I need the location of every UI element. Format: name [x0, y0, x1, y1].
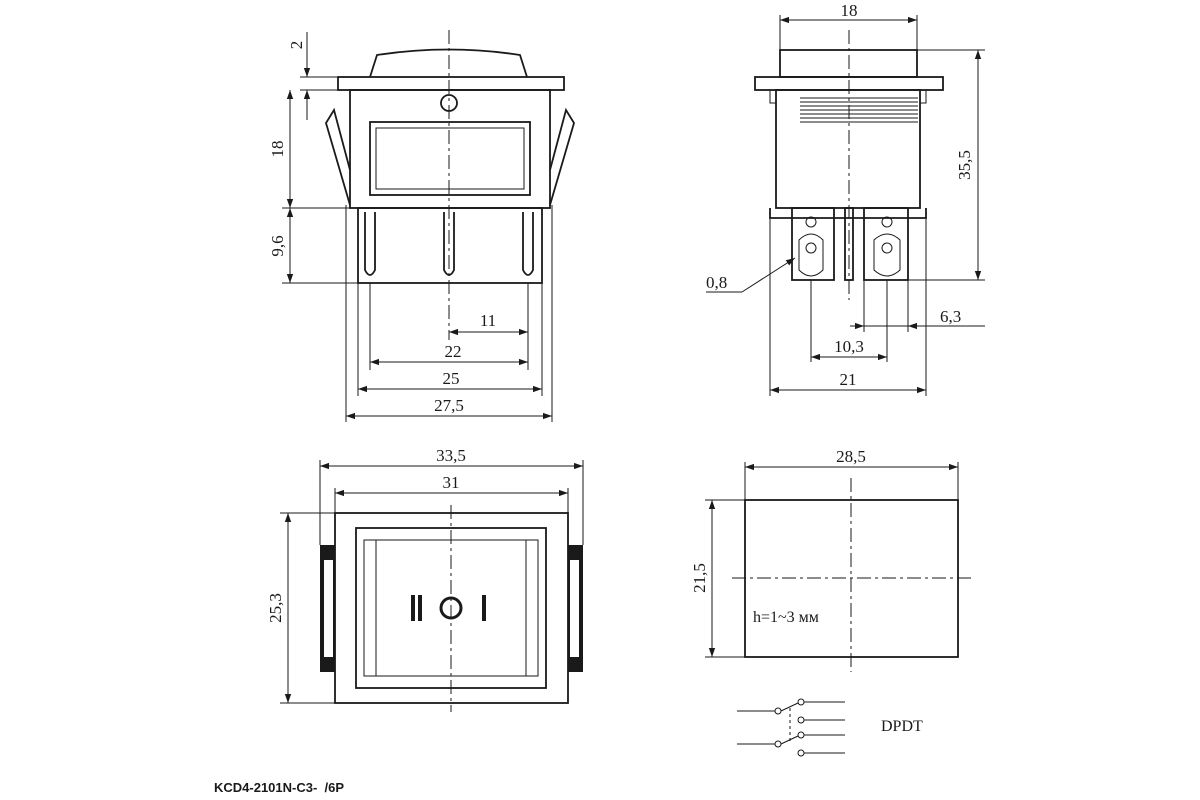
svg-text:10,3: 10,3 [834, 337, 864, 356]
svg-text:6,3: 6,3 [940, 307, 961, 326]
dim-terminal-thickness: 0,8 [706, 257, 796, 293]
dim-w22: 22 [370, 342, 528, 366]
dpdt-label: DPDT [881, 718, 923, 735]
right-latch [549, 107, 575, 206]
svg-text:18: 18 [268, 141, 287, 158]
svg-text:31: 31 [443, 473, 460, 492]
top-view: 33,5 31 25,3 [266, 446, 584, 712]
svg-text:22: 22 [445, 342, 462, 361]
dpdt-schematic: DPDT [737, 698, 923, 757]
dim-w25: 25 [358, 369, 542, 393]
svg-text:28,5: 28,5 [836, 447, 866, 466]
dim-side-top-width: 18 [779, 1, 918, 50]
front-view: 2 18 9,6 11 22 [268, 30, 575, 422]
dim-side-pitch: 10,3 [810, 280, 888, 362]
dim-cutout-height: 21,5 [690, 499, 745, 658]
dim-terminal-height: 9,6 [268, 208, 358, 284]
svg-text:0,8: 0,8 [706, 273, 727, 292]
svg-text:2: 2 [287, 41, 306, 50]
dim-tab-width: 6,3 [850, 280, 985, 332]
svg-text:9,6: 9,6 [268, 235, 287, 256]
dim-height: 18 [268, 90, 358, 209]
svg-text:11: 11 [480, 311, 496, 330]
svg-text:21,5: 21,5 [690, 563, 709, 593]
dim-outer-width: 33,5 [319, 446, 584, 545]
cutout-view: 28,5 21,5 h=1~3 мм [690, 447, 972, 672]
svg-text:27,5: 27,5 [434, 396, 464, 415]
lens-window [369, 121, 531, 196]
side-view: 18 35,5 0,8 6,3 10,3 [706, 1, 985, 396]
dim-width: 27,5 [346, 396, 552, 420]
dim-inner-width: 31 [334, 473, 569, 513]
switch-symbols [411, 595, 486, 621]
left-latch [325, 107, 351, 206]
svg-text:18: 18 [841, 1, 858, 20]
lower-body [357, 207, 543, 284]
side-terminal-left [791, 207, 835, 281]
svg-text:33,5: 33,5 [436, 446, 466, 465]
dim-top-height: 25,3 [266, 512, 335, 704]
dim-total-height: 35,5 [908, 49, 985, 281]
ribs [800, 97, 918, 123]
side-terminal-right [863, 207, 909, 281]
dim-pitch: 11 [449, 311, 528, 336]
housing [349, 89, 551, 209]
svg-text:25: 25 [443, 369, 460, 388]
bezel [337, 76, 565, 91]
dim-side-width: 21 [769, 218, 927, 396]
dim-top-gap: 2 [287, 32, 370, 120]
svg-text:21: 21 [840, 370, 857, 389]
svg-text:25,3: 25,3 [266, 593, 285, 623]
thickness-note: h=1~3 мм [753, 609, 819, 626]
part-number: KCD4-2101N-C3- /6P [214, 780, 345, 795]
side-housing [775, 89, 921, 209]
dim-cutout-width: 28,5 [744, 447, 959, 500]
svg-text:35,5: 35,5 [955, 150, 974, 180]
